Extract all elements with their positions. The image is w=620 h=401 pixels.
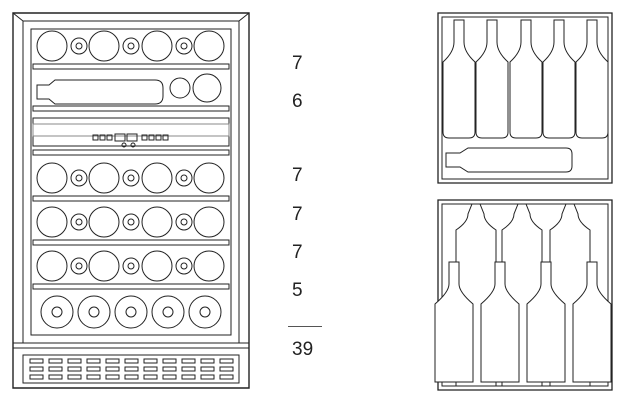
vent-slot (106, 367, 119, 371)
shelf-rails (33, 64, 229, 289)
cabinet-door-frame (23, 21, 239, 343)
vent-slot (220, 367, 233, 371)
vent-slot (106, 359, 119, 363)
vent-slot (182, 375, 195, 379)
vent-slot (68, 375, 81, 379)
shelf-4-bottles (37, 207, 224, 237)
total-divider (288, 326, 322, 327)
upper-zone-frame (438, 13, 612, 183)
front-view-cabinet (13, 13, 249, 388)
vent-slot (125, 367, 138, 371)
vent-slot (30, 375, 43, 379)
upper-standing-bottle (543, 20, 575, 138)
upper-zone-detail (438, 13, 612, 183)
vent-slot (201, 367, 214, 371)
cabinet-glass (31, 29, 231, 335)
vent-slot (49, 375, 62, 379)
vent-slot (125, 359, 138, 363)
vent-slot (144, 359, 157, 363)
vent-slot (182, 359, 195, 363)
vent-slot (144, 375, 157, 379)
vent-slot (201, 359, 214, 363)
vent-slot (87, 359, 100, 363)
vent-slot (163, 367, 176, 371)
shelf-5-bottles (37, 251, 224, 281)
vent-slot (201, 375, 214, 379)
upper-lying-bottle (446, 148, 572, 172)
upper-standing-bottle (510, 20, 542, 138)
shelf-count-6: 5 (292, 280, 303, 301)
shelf-3-bottles (37, 163, 224, 193)
shelf-count-2: 6 (292, 91, 303, 112)
control-panel (33, 118, 229, 147)
vent-slot (220, 359, 233, 363)
upper-standing-bottle (443, 20, 475, 138)
lower-inverted-bottle (502, 204, 542, 386)
vent-slot (30, 367, 43, 371)
shelf-2-bottles (37, 74, 221, 104)
vent-slot (30, 359, 43, 363)
lower-zone-detail (435, 200, 612, 390)
upper-standing-bottle (576, 20, 608, 138)
vent-slot (144, 367, 157, 371)
lower-standing-bottle (573, 262, 611, 382)
shelf-count-3: 7 (292, 165, 303, 186)
total-count: 39 (292, 339, 314, 360)
lower-inverted-bottle (456, 204, 496, 386)
vent-grille (13, 348, 249, 388)
lower-zone-frame (438, 200, 612, 390)
vent-slot (163, 375, 176, 379)
vent-slot (68, 359, 81, 363)
vent-slot (68, 367, 81, 371)
upper-standing-bottle (476, 20, 508, 138)
vent-slot (106, 375, 119, 379)
vent-slot (125, 375, 138, 379)
shelf-count-1: 7 (292, 53, 303, 74)
vent-slot (182, 367, 195, 371)
vent-slot (87, 375, 100, 379)
vent-slot (49, 367, 62, 371)
lower-standing-bottle (435, 262, 473, 382)
lower-inverted-bottle (550, 204, 590, 386)
shelf-count-5: 7 (292, 242, 303, 263)
shelf-6-bottles (41, 296, 221, 328)
shelf-1-bottles (37, 31, 224, 61)
vent-slot (49, 359, 62, 363)
shelf-count-4: 7 (292, 204, 303, 225)
vent-slot (220, 375, 233, 379)
lower-standing-bottle (481, 262, 519, 382)
lower-standing-bottle (527, 262, 565, 382)
vent-slot (87, 367, 100, 371)
vent-slot (163, 359, 176, 363)
